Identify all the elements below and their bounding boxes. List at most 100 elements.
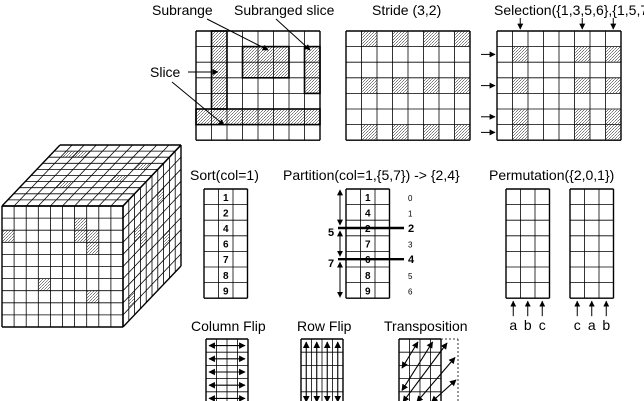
slice-label: Slice [150, 64, 181, 80]
selection-cell [512, 109, 528, 125]
partition-value: 9 [365, 286, 371, 297]
partition-value: 4 [365, 208, 371, 219]
transposition-label: Transposition [384, 318, 468, 334]
subranged-slice-fill [304, 46, 320, 94]
partition-pivot-label: 5 [328, 227, 334, 239]
stride-grid [345, 30, 471, 141]
partition-value: 7 [365, 240, 371, 251]
partition-index: 3 [408, 241, 413, 250]
cube-side-line [122, 181, 182, 243]
cube-side-line [122, 193, 182, 255]
stride-cell [392, 77, 408, 94]
cube-side-cell [134, 224, 141, 243]
selection-arrows [481, 18, 617, 136]
subranged-slice-label: Subranged slice [234, 2, 335, 18]
stride-cell [361, 124, 377, 141]
cube-front-cell [86, 230, 99, 243]
selection-cell [512, 124, 528, 141]
selection-cell [512, 46, 528, 63]
partition-index: 0 [408, 194, 413, 203]
sort-value: 7 [223, 255, 229, 266]
selection-cell [605, 77, 621, 94]
subranged-slice-outline [303, 45, 321, 95]
slice-row-outline [195, 108, 321, 126]
partition-pivot-label: 7 [328, 258, 334, 270]
partition-index: 1 [408, 209, 413, 218]
stride-cell [423, 77, 439, 94]
stride-cell [423, 31, 439, 47]
subrange-arrow [206, 18, 269, 51]
permutation-column-label: a [509, 317, 517, 333]
slice-grid [195, 30, 321, 141]
partition-index: 5 [408, 272, 413, 281]
stride-cell [423, 124, 439, 141]
cube-side-cell [140, 230, 147, 249]
sort-columns: 1 2 4 6 7 8 9 [203, 188, 249, 299]
stride-cell [454, 31, 470, 47]
column-flip-grid [205, 338, 249, 401]
cube-side-line [122, 144, 182, 207]
sort-value: 9 [223, 286, 229, 297]
stride-cell [454, 124, 470, 141]
stride-cell [392, 31, 408, 47]
partition-value: 2 [365, 224, 371, 235]
cube-side-line [122, 217, 182, 279]
partition-value: 8 [365, 271, 371, 282]
sort-value: 2 [223, 208, 229, 219]
row-flip-label: Row Flip [297, 318, 352, 334]
partition-label: Partition(col=1,{5,7}) -> {2,4} [283, 167, 460, 183]
transposition-arrow [416, 356, 456, 401]
cube-side-line [122, 265, 182, 328]
partition-index: 6 [408, 287, 413, 296]
permutation-label: Permutation({2,0,1}) [489, 167, 614, 183]
cube-front-cell [86, 290, 99, 303]
column-flip-label: Column Flip [191, 318, 266, 334]
stride-cell [454, 77, 470, 94]
sort-value: 8 [223, 271, 229, 282]
sort-value: 6 [223, 240, 229, 251]
slice-arrow-row [171, 81, 225, 126]
sort-value: 1 [223, 193, 229, 204]
slice-column-fill [211, 31, 227, 109]
cube-side-cell [128, 290, 135, 309]
array-cube [1, 144, 182, 328]
subranged-slice-arrow [275, 18, 311, 51]
stride-cell [361, 77, 377, 94]
cube-front-cell [2, 230, 15, 243]
selection-cell [605, 109, 621, 125]
sort-label: Sort(col=1) [190, 167, 259, 183]
selection-cell [574, 46, 590, 63]
permutation-column-label: b [602, 317, 610, 333]
permutation-column-label: c [574, 317, 581, 333]
transposition-arrow [401, 341, 419, 369]
stride-label: Stride (3,2) [372, 2, 441, 18]
cube-front-cell [38, 278, 51, 291]
transposition-arrow [431, 379, 457, 401]
cube-side-cell [163, 229, 170, 248]
partition-index: 4 [408, 254, 415, 266]
selection-label: Selection({1,3,5,6},{1,5,7}) [494, 2, 644, 18]
selection-cell [574, 109, 590, 125]
partition-index: 2 [408, 223, 414, 235]
cube-front-cell [86, 242, 99, 255]
selection-cell [512, 77, 528, 94]
cube-front-cell [74, 218, 87, 231]
selection-cell [574, 77, 590, 94]
cube-side-line [122, 241, 182, 304]
cube-front-cell [74, 230, 87, 243]
cube-side-line [122, 229, 182, 291]
selection-cell [605, 46, 621, 63]
sort-value: 4 [223, 224, 229, 235]
transposition-grid [398, 338, 459, 401]
permutation-column-label: c [539, 317, 546, 333]
cube-side-line [122, 253, 182, 316]
permutation-column-label: b [524, 317, 532, 333]
subrange-label: Subrange [152, 2, 213, 18]
selection-cell [574, 124, 590, 141]
permutation-column-label: a [588, 317, 596, 333]
row-flip-grid [300, 338, 344, 401]
cube-side-line [122, 168, 182, 231]
